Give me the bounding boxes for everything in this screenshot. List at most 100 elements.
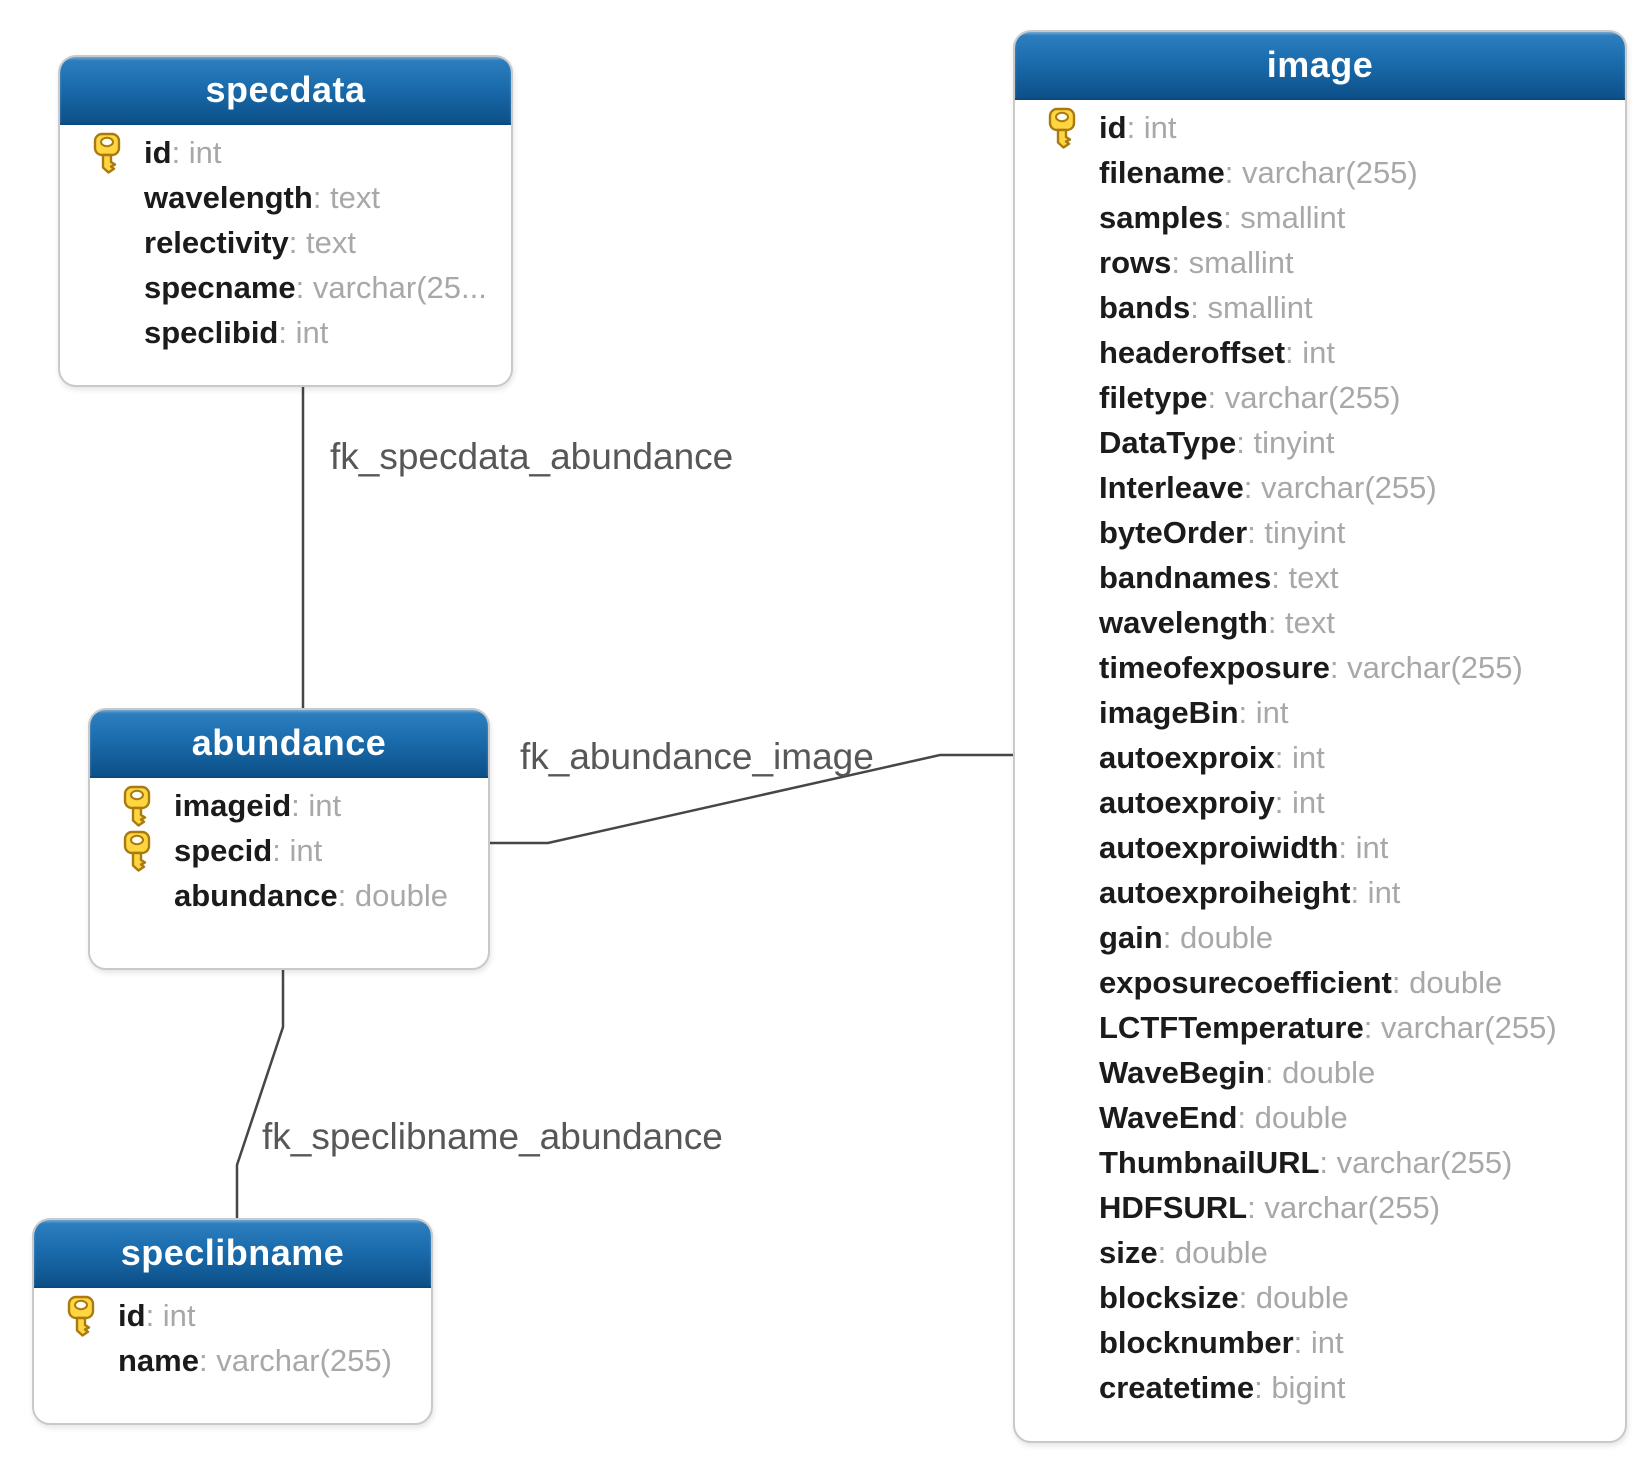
column-name: rows bbox=[1099, 244, 1172, 280]
column-type: : double bbox=[1237, 1099, 1348, 1135]
column-name: WaveBegin bbox=[1099, 1054, 1265, 1090]
column-type: : text bbox=[1271, 559, 1339, 595]
table-header-image[interactable]: image bbox=[1015, 32, 1625, 100]
column-row-image-WaveBegin: WaveBegin: double bbox=[1015, 1050, 1625, 1095]
table-title-image: image bbox=[1266, 44, 1374, 85]
column-name: WaveEnd bbox=[1099, 1099, 1238, 1135]
column-row-speclibname-id: id: int bbox=[34, 1293, 431, 1338]
column-type: : varchar(255) bbox=[1243, 469, 1437, 505]
column-name: size bbox=[1099, 1234, 1158, 1270]
column-row-image-blocknumber: blocknumber: int bbox=[1015, 1320, 1625, 1365]
column-name: blocknumber bbox=[1099, 1324, 1294, 1360]
column-name: autoexproiheight bbox=[1099, 874, 1351, 910]
table-header-abundance[interactable]: abundance bbox=[90, 710, 488, 778]
column-type: : tinyint bbox=[1236, 424, 1335, 460]
column-type: : text bbox=[312, 179, 381, 215]
key-icon-graphic bbox=[67, 1295, 95, 1337]
table-title-speclibname: speclibname bbox=[120, 1232, 345, 1273]
column-name: filename bbox=[1099, 154, 1225, 190]
table-title-abundance: abundance bbox=[191, 722, 387, 763]
column-row-image-LCTFTemperature: LCTFTemperature: varchar(255) bbox=[1015, 1005, 1625, 1050]
column-name: specid bbox=[174, 832, 273, 868]
column-name: createtime bbox=[1099, 1369, 1255, 1405]
column-name: abundance bbox=[174, 877, 338, 913]
column-type: : int bbox=[1126, 109, 1177, 145]
column-name: samples bbox=[1099, 199, 1224, 235]
column-type: : int bbox=[1285, 334, 1336, 370]
column-type: : smallint bbox=[1190, 289, 1313, 325]
column-type: : tinyint bbox=[1247, 514, 1346, 550]
column-type: : double bbox=[1391, 964, 1503, 1000]
column-row-image-ThumbnailURL: ThumbnailURL: varchar(255) bbox=[1015, 1140, 1625, 1185]
column-row-image-createtime: createtime: bigint bbox=[1015, 1365, 1625, 1410]
column-name: exposurecoefficient bbox=[1099, 964, 1392, 1000]
column-type: : int bbox=[145, 1297, 196, 1333]
table-abundance[interactable]: abundance imageid: int specid : int abundan… bbox=[88, 708, 490, 970]
column-row-image-timeofexposure: timeofexposure: varchar(255) bbox=[1015, 645, 1625, 690]
column-row-image-bandnames: bandnames: text bbox=[1015, 555, 1625, 600]
column-row-image-filetype: filetype: varchar(255) bbox=[1015, 375, 1625, 420]
column-row-image-rows: rows: smallint bbox=[1015, 240, 1625, 285]
column-row-specdata-wavelength: wavelength: text bbox=[60, 175, 511, 220]
relationship-label-specdata-abundance: fk_specdata_abundance bbox=[330, 436, 734, 477]
column-type: : bigint bbox=[1254, 1369, 1346, 1405]
column-row-image-autoexproiwidth: autoexproiwidth: int bbox=[1015, 825, 1625, 870]
column-type: : int bbox=[1350, 874, 1401, 910]
column-name: ThumbnailURL bbox=[1099, 1144, 1320, 1180]
column-type: : double bbox=[1157, 1234, 1268, 1270]
column-row-image-Interleave: Interleave: varchar(255) bbox=[1015, 465, 1625, 510]
column-row-abundance-abundance: abundance: double bbox=[90, 873, 488, 918]
column-name: headeroffset bbox=[1099, 334, 1286, 370]
column-name: filetype bbox=[1099, 379, 1208, 415]
column-row-image-autoexproiy: autoexproiy: int bbox=[1015, 780, 1625, 825]
column-type: : varchar(255) bbox=[1207, 379, 1401, 415]
key-icon-graphic bbox=[93, 132, 121, 174]
column-type: : varchar(25... bbox=[295, 269, 487, 305]
relationship-label-speclibname-abundance: fk_speclibname_abundance bbox=[262, 1116, 723, 1157]
table-speclibname[interactable]: speclibname id: int name: varchar(255) bbox=[32, 1218, 433, 1425]
primary-key-icon bbox=[90, 830, 174, 872]
column-name: autoexproix bbox=[1099, 739, 1275, 775]
column-row-image-bands: bands: smallint bbox=[1015, 285, 1625, 330]
column-type: : int bbox=[1274, 739, 1325, 775]
column-type: : int bbox=[291, 787, 342, 823]
column-list-speclibname: id: int name: varchar(255) bbox=[34, 1288, 431, 1383]
column-row-abundance-imageid: imageid: int bbox=[90, 783, 488, 828]
column-row-image-wavelength: wavelength: text bbox=[1015, 600, 1625, 645]
column-name: relectivity bbox=[144, 224, 289, 260]
table-header-specdata[interactable]: specdata bbox=[60, 57, 511, 125]
primary-key-icon bbox=[60, 132, 144, 174]
column-name: speclibid bbox=[144, 314, 279, 350]
column-type: : text bbox=[288, 224, 356, 260]
column-name: blocksize bbox=[1099, 1279, 1239, 1315]
column-type: : smallint bbox=[1223, 199, 1346, 235]
column-type: : varchar(255) bbox=[198, 1342, 392, 1378]
relationship-line-abundance-image bbox=[490, 753, 1016, 845]
column-name: id bbox=[118, 1297, 146, 1333]
table-header-speclibname[interactable]: speclibname bbox=[34, 1220, 431, 1288]
column-name: Interleave bbox=[1099, 469, 1244, 505]
column-row-specdata-relectivity: relectivity: text bbox=[60, 220, 511, 265]
column-row-image-blocksize: blocksize: double bbox=[1015, 1275, 1625, 1320]
column-type: : double bbox=[1162, 919, 1274, 955]
key-icon-graphic bbox=[123, 785, 151, 827]
column-name: timeofexposure bbox=[1099, 649, 1330, 685]
column-name: wavelength bbox=[144, 179, 313, 215]
column-row-image-autoexproix: autoexproix: int bbox=[1015, 735, 1625, 780]
column-row-image-byteOrder: byteOrder: tinyint bbox=[1015, 510, 1625, 555]
column-type: : varchar(255) bbox=[1319, 1144, 1513, 1180]
table-title-specdata: specdata bbox=[205, 69, 366, 110]
column-name: id bbox=[144, 134, 172, 170]
column-row-image-gain: gain: double bbox=[1015, 915, 1625, 960]
column-row-specdata-specname: specname: varchar(25... bbox=[60, 265, 511, 310]
column-row-image-samples: samples: smallint bbox=[1015, 195, 1625, 240]
column-type: : text bbox=[1267, 604, 1336, 640]
column-name: name bbox=[118, 1342, 199, 1378]
column-type: : double bbox=[1238, 1279, 1349, 1315]
column-type: : int bbox=[1274, 784, 1325, 820]
column-type: : double bbox=[337, 877, 448, 913]
column-name: bands bbox=[1099, 289, 1191, 325]
